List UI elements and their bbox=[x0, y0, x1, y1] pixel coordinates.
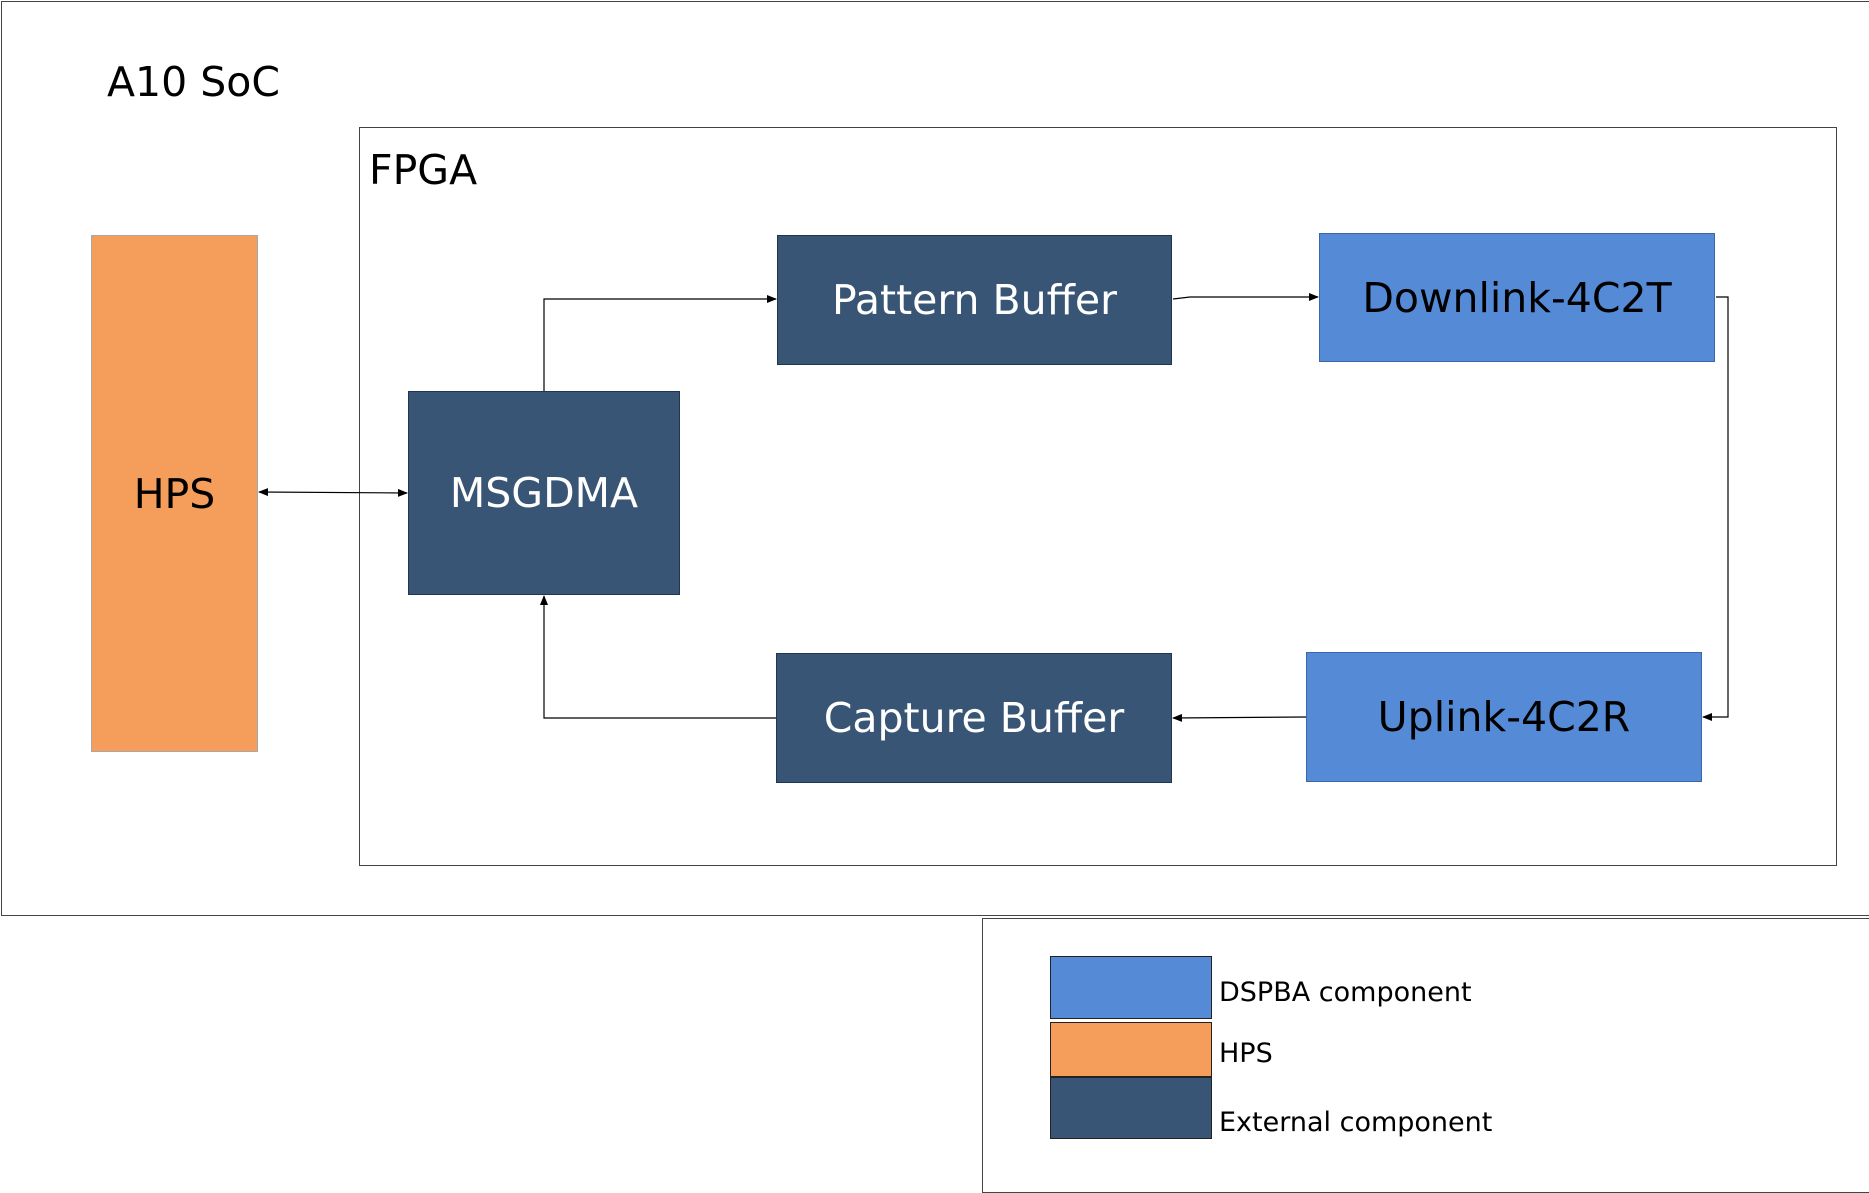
downlink-block: Downlink-4C2T bbox=[1319, 233, 1715, 362]
hps-block: HPS bbox=[91, 235, 258, 752]
legend-swatch-dspba bbox=[1050, 956, 1212, 1019]
legend-swatch-external bbox=[1050, 1077, 1212, 1139]
legend-label-external: External component bbox=[1219, 1107, 1493, 1138]
capture-buffer-block: Capture Buffer bbox=[776, 653, 1172, 783]
uplink-block: Uplink-4C2R bbox=[1306, 652, 1702, 782]
capture-to-msgdma-arrow bbox=[540, 595, 776, 719]
uplink-label: Uplink-4C2R bbox=[1377, 693, 1631, 741]
downlink-label: Downlink-4C2T bbox=[1362, 273, 1672, 322]
capture-buffer-label: Capture Buffer bbox=[823, 694, 1125, 742]
msgdma-block-label: MSGDMA bbox=[449, 469, 639, 517]
pattern-buffer-label: Pattern Buffer bbox=[832, 276, 1117, 324]
hps-msgdma-arrow bbox=[258, 488, 408, 497]
hps-block-label: HPS bbox=[133, 469, 216, 518]
fpga-label: FPGA bbox=[369, 146, 478, 194]
uplink-to-capture-arrow bbox=[1172, 713, 1307, 722]
msgdma-block: MSGDMA bbox=[408, 391, 680, 595]
pattern-to-downlink-arrow bbox=[1172, 293, 1319, 301]
legend-label-dspba: DSPBA component bbox=[1219, 977, 1472, 1008]
msgdma-to-pattern-arrow bbox=[543, 295, 777, 391]
legend-label-hps: HPS bbox=[1219, 1038, 1273, 1069]
pattern-buffer-block: Pattern Buffer bbox=[777, 235, 1172, 365]
downlink-to-uplink-arrow bbox=[1702, 296, 1729, 721]
soc-label: A10 SoC bbox=[107, 58, 280, 106]
legend-swatch-hps bbox=[1050, 1022, 1212, 1077]
